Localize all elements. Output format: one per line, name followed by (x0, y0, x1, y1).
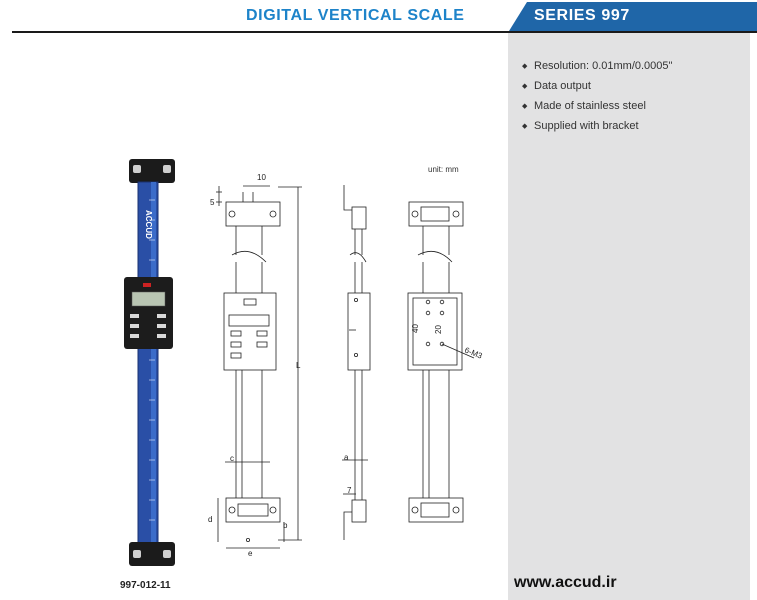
svg-text:c: c (230, 454, 234, 463)
product-photo: ACCUD (124, 159, 175, 566)
brand-label: ACCUD (144, 210, 153, 239)
page-title: DIGITAL VERTICAL SCALE (246, 7, 465, 24)
series-label: SERIES 997 (534, 7, 630, 24)
svg-text:7: 7 (347, 486, 352, 495)
svg-text:10: 10 (257, 173, 266, 182)
svg-text:d: d (208, 515, 212, 524)
header-divider (12, 31, 757, 33)
front-view-drawing (216, 185, 302, 549)
diamond-bullet-icon: ◆ (522, 103, 528, 110)
svg-text:5: 5 (210, 198, 215, 207)
svg-text:20: 20 (434, 325, 443, 334)
front-view-dimensions: 10 5 L c d b e (208, 173, 301, 558)
svg-text:b: b (283, 521, 288, 530)
diamond-bullet-icon: ◆ (522, 63, 528, 70)
side-view-dimensions: a 7 (344, 453, 352, 495)
diamond-bullet-icon: ◆ (522, 123, 528, 130)
feature-item: ◆Resolution: 0.01mm/0.0005" (522, 58, 672, 78)
rear-view-dimensions: 40 20 6-M3 (411, 324, 484, 361)
feature-item: ◆Data output (522, 78, 672, 98)
unit-label: unit: mm (428, 165, 459, 174)
website-link[interactable]: www.accud.ir (514, 574, 617, 591)
rear-view-drawing (407, 201, 475, 523)
feature-item: ◆Made of stainless steel (522, 98, 672, 118)
svg-text:40: 40 (411, 324, 420, 333)
svg-text:a: a (344, 453, 349, 462)
svg-text:e: e (248, 549, 253, 558)
spec-panel (508, 33, 750, 600)
side-view-drawing (342, 185, 371, 540)
model-code: 997-012-11 (120, 580, 171, 591)
feature-list: ◆Resolution: 0.01mm/0.0005" ◆Data output… (522, 58, 672, 138)
svg-text:6-M3: 6-M3 (463, 346, 484, 361)
diamond-bullet-icon: ◆ (522, 83, 528, 90)
feature-item: ◆Supplied with bracket (522, 118, 672, 138)
svg-text:L: L (296, 361, 301, 370)
scale-ticks (149, 199, 155, 521)
